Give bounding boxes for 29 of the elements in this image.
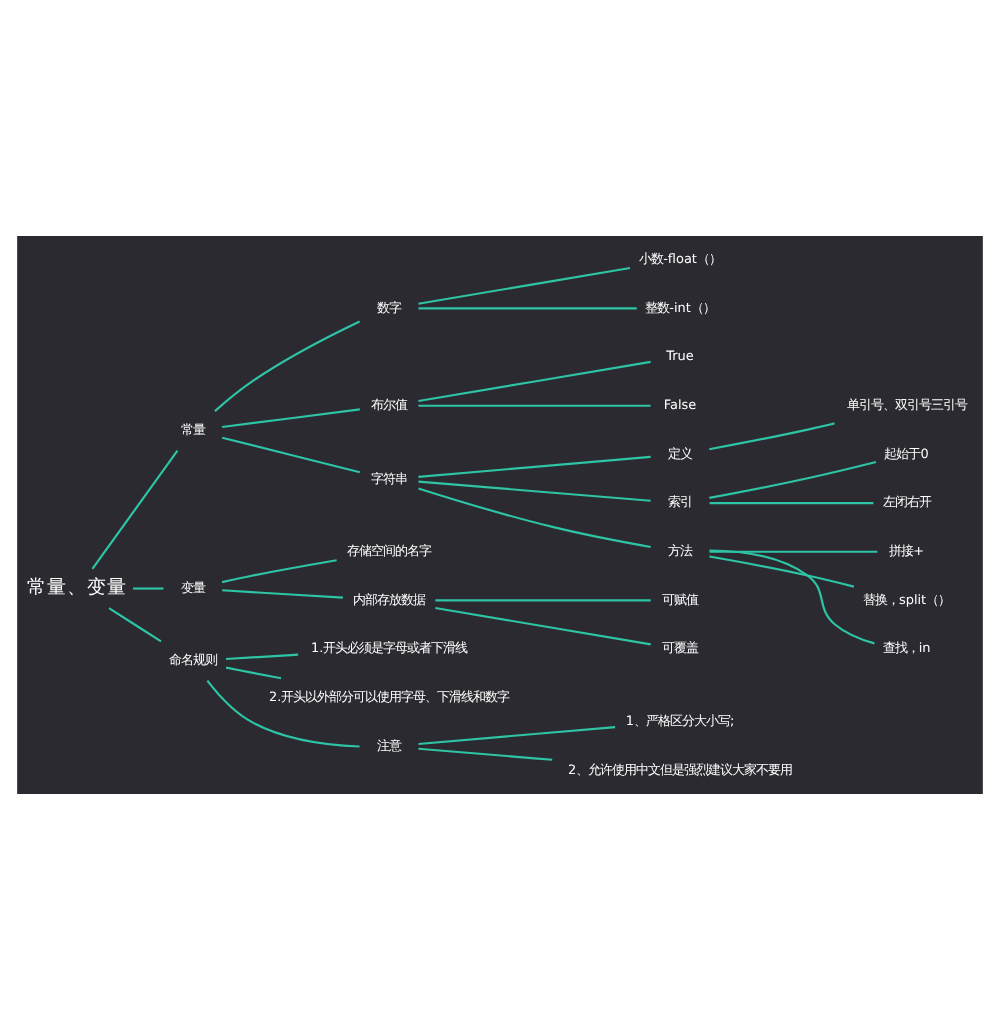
connector bbox=[709, 501, 874, 504]
connector bbox=[225, 665, 282, 679]
connector bbox=[418, 724, 616, 745]
connector bbox=[133, 586, 164, 589]
connector bbox=[418, 265, 631, 304]
connector bbox=[221, 558, 337, 583]
connector bbox=[709, 554, 855, 587]
connector bbox=[709, 459, 877, 498]
connector bbox=[418, 746, 553, 760]
connector bbox=[418, 486, 651, 548]
connector bbox=[91, 448, 179, 569]
connector bbox=[214, 319, 361, 411]
connector bbox=[418, 359, 651, 402]
connector bbox=[418, 479, 651, 501]
connector bbox=[418, 454, 651, 477]
node-text: 常量、变量 bbox=[27, 576, 128, 599]
connector bbox=[709, 549, 878, 552]
connector bbox=[225, 652, 299, 660]
connector bbox=[435, 598, 651, 601]
connector bbox=[206, 678, 360, 747]
connector bbox=[709, 421, 835, 450]
connector bbox=[709, 548, 875, 644]
connector bbox=[435, 605, 651, 645]
connector bbox=[222, 407, 360, 428]
connector bbox=[222, 588, 343, 598]
connector bbox=[221, 435, 361, 473]
connector bbox=[418, 306, 637, 309]
connector bbox=[418, 403, 651, 406]
connector bbox=[108, 606, 162, 642]
